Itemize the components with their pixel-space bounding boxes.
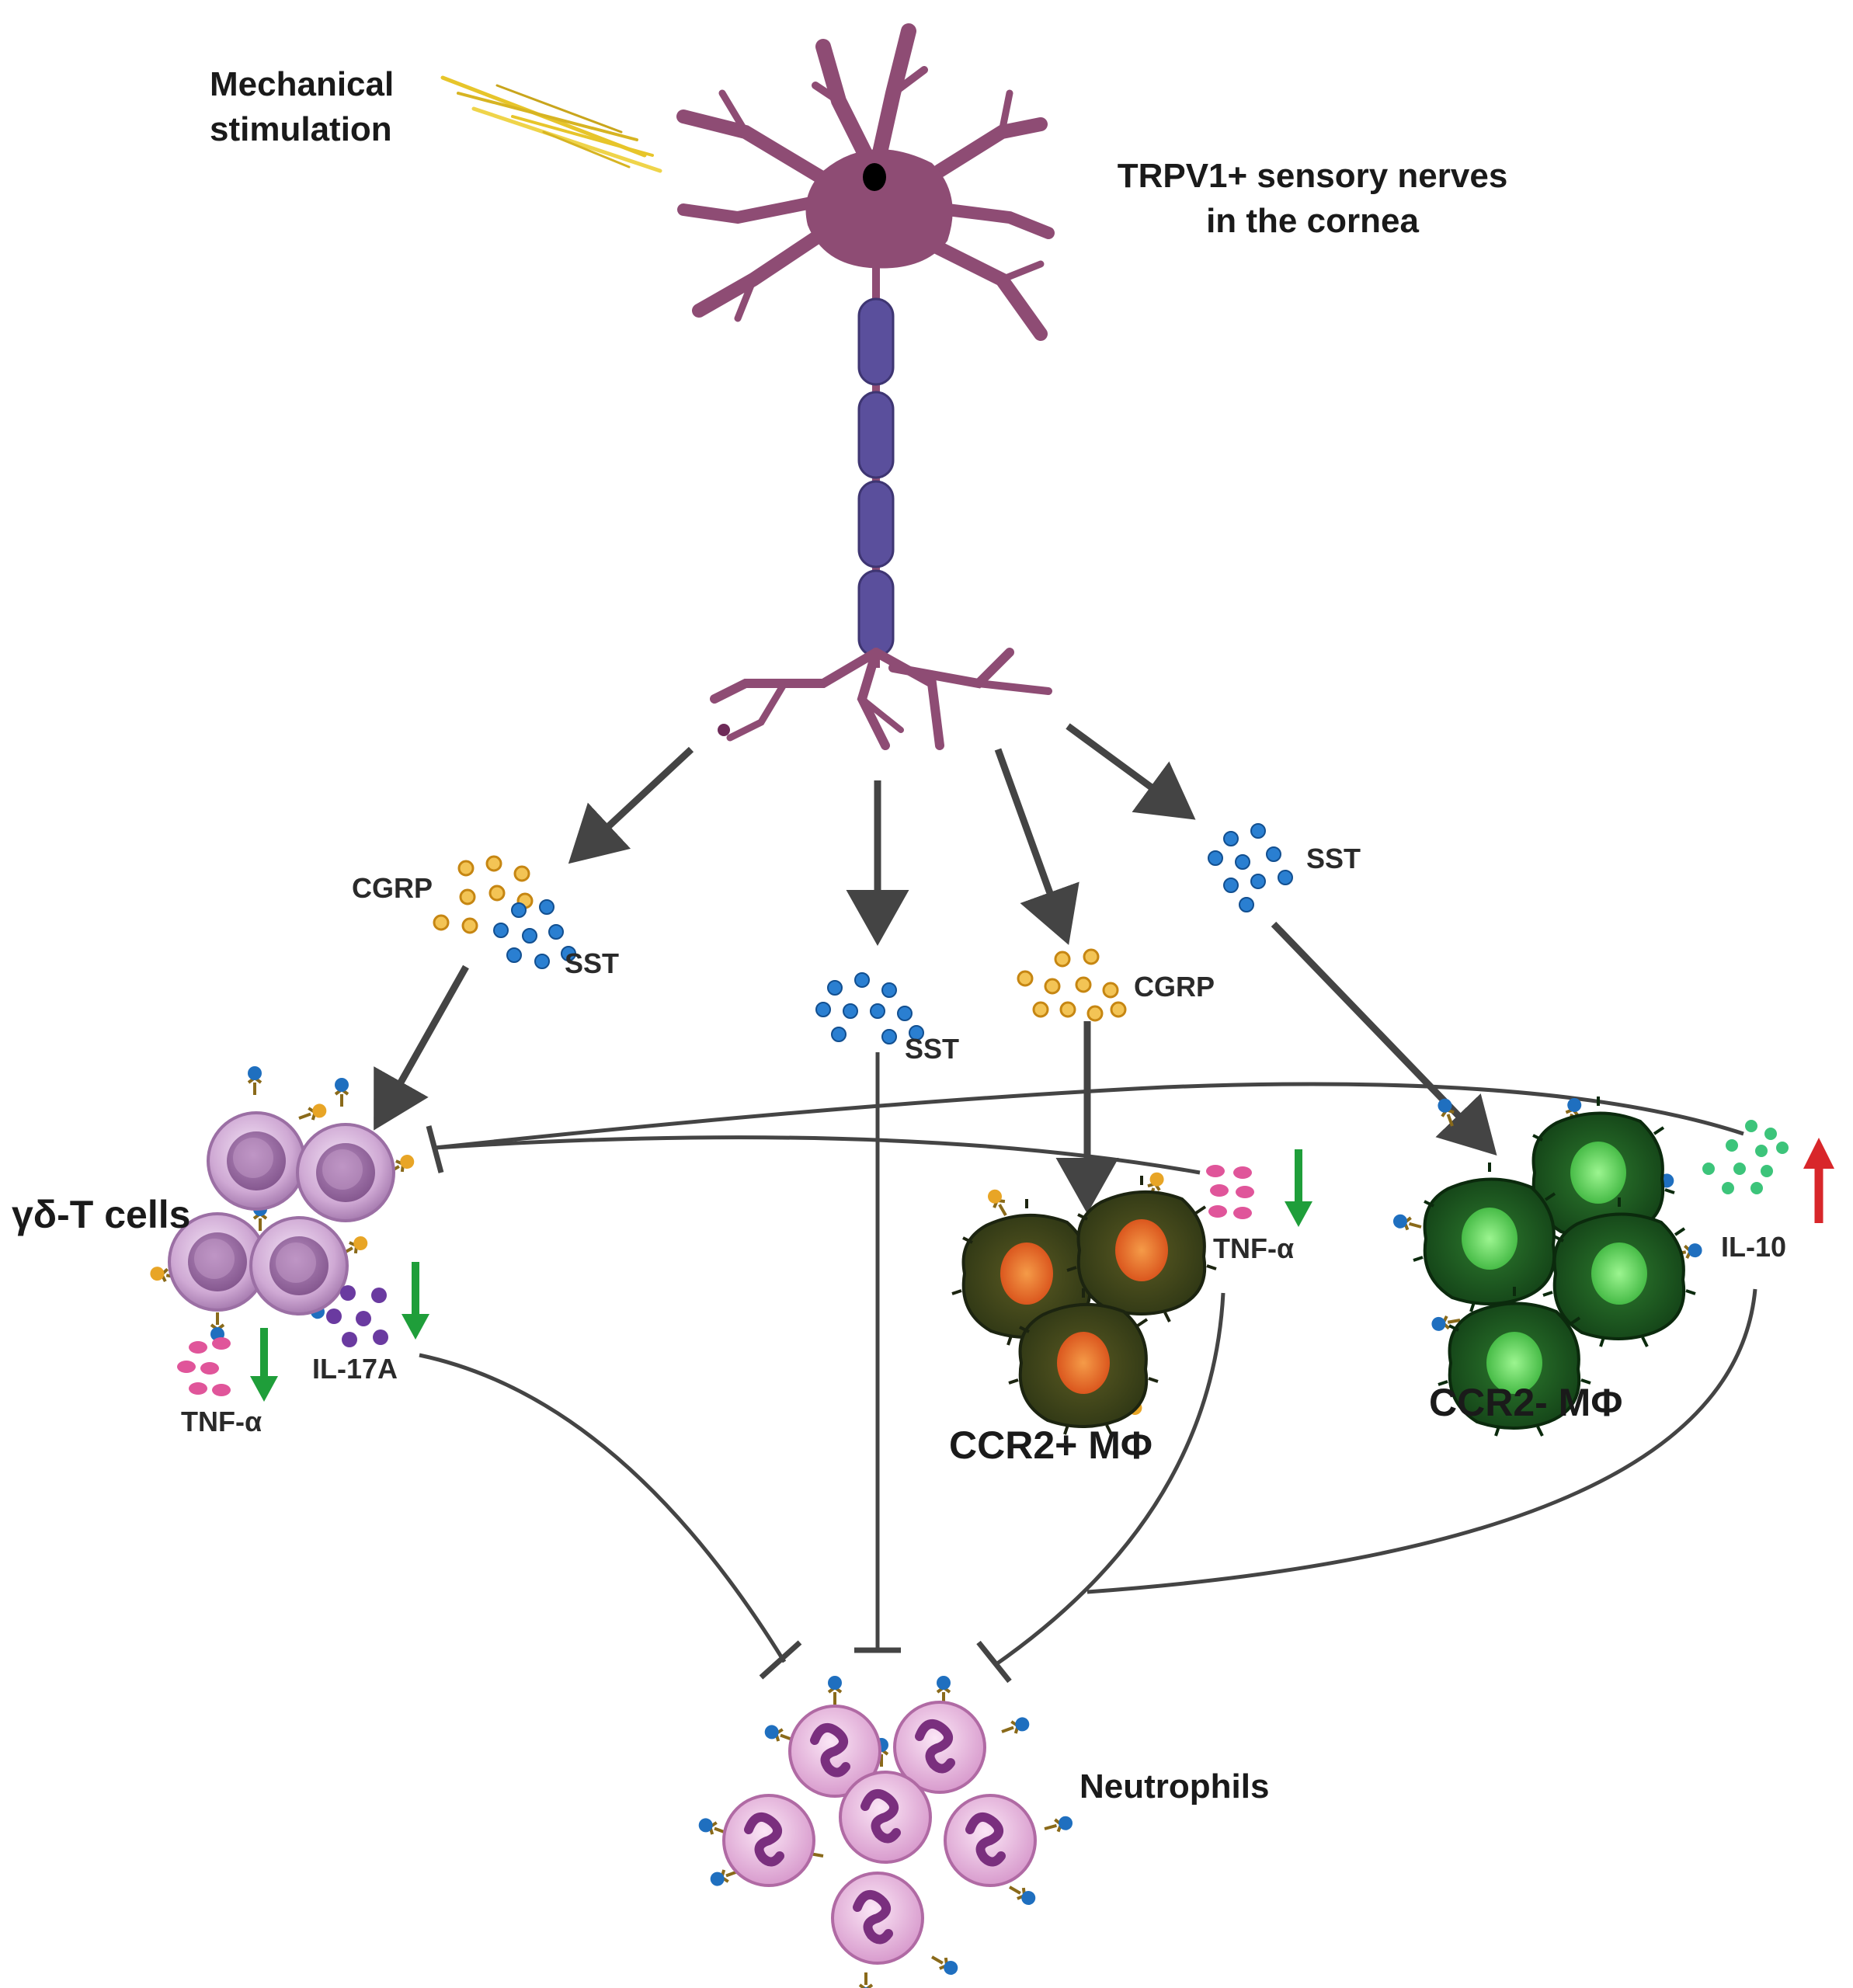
inhibition-lines xyxy=(419,1052,1757,1684)
il10-molecules xyxy=(1702,1120,1789,1194)
mechanical-stimulation-line-2: stimulation xyxy=(210,110,392,148)
arrow-to-center-cgrp xyxy=(994,748,1079,945)
nerve-label-line-1: TRPV1+ sensory nerves xyxy=(1117,157,1508,195)
il17a-label: IL-17A xyxy=(312,1353,398,1385)
sst-center-label: SST xyxy=(905,1033,960,1065)
arrow-to-right-sst xyxy=(1066,723,1196,820)
nerve-label-line-2: in the cornea xyxy=(1206,202,1419,240)
neuron-icon xyxy=(676,23,1055,750)
cgrp-left-label: CGRP xyxy=(352,872,433,904)
il10-label: IL-10 xyxy=(1721,1231,1787,1263)
sst-cluster-right xyxy=(1208,823,1293,912)
arrow-to-ccr2-neg xyxy=(1271,921,1497,1156)
down-arrow-tnf-mid xyxy=(1285,1149,1312,1227)
gamma-delta-t-cells-label: γδ-T cells xyxy=(12,1193,191,1236)
cgrp-center-label: CGRP xyxy=(1134,971,1215,1003)
tnf-alpha-mid-label: TNF-α xyxy=(1213,1232,1295,1264)
down-arrow-tnf-left xyxy=(250,1328,278,1402)
sst-cluster-left xyxy=(493,899,576,969)
mechanical-stimulation-label: Mechanical stimulation xyxy=(210,62,394,152)
neutrophil-icon xyxy=(695,1674,1076,1988)
sst-left-label: SST xyxy=(565,947,620,979)
sst-right-label: SST xyxy=(1306,843,1361,874)
ccr2-negative-macrophage-label: CCR2- MΦ xyxy=(1429,1381,1623,1424)
neutrophils-label: Neutrophils xyxy=(1079,1767,1270,1806)
cgrp-cluster-left xyxy=(433,855,534,934)
nerve-label: TRPV1+ sensory nerves in the cornea xyxy=(1095,154,1530,244)
ccr2-positive-macrophage-icon xyxy=(951,1169,1218,1436)
tnf-alpha-left-label: TNF-α xyxy=(181,1406,262,1437)
up-arrow-il10 xyxy=(1803,1138,1834,1223)
ccr2-positive-macrophage-label: CCR2+ MΦ xyxy=(949,1423,1152,1467)
release-arrows xyxy=(374,723,1497,1214)
tnf-alpha-mid-molecules xyxy=(1206,1165,1254,1219)
arrow-to-left-cluster xyxy=(568,746,694,864)
arrow-to-gd-t-cells xyxy=(374,964,469,1131)
cgrp-cluster-center xyxy=(1017,948,1127,1022)
mechanical-stimulation-icon xyxy=(440,75,662,173)
tnf-alpha-left-molecules xyxy=(177,1337,231,1396)
mechanical-stimulation-line-1: Mechanical xyxy=(210,65,395,103)
down-arrow-il17a xyxy=(402,1262,429,1340)
